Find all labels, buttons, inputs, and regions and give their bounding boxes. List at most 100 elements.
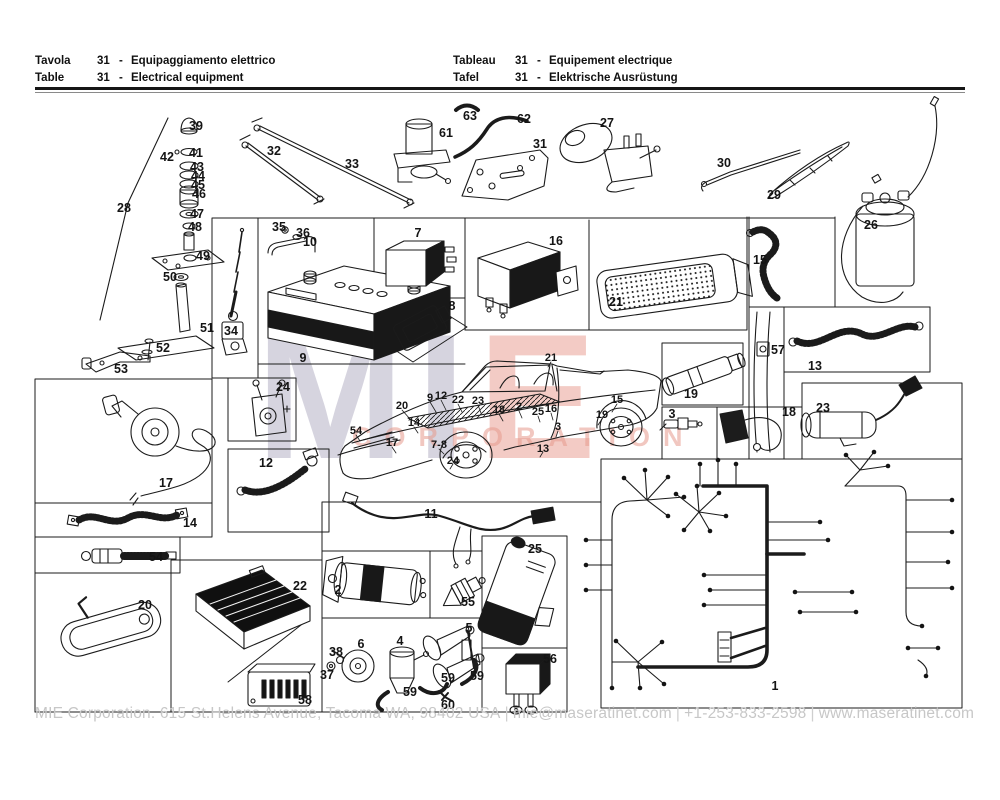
voltage-regulator-drawing: [478, 242, 578, 318]
coil-drawing: [322, 555, 429, 611]
part-number-label: 17: [159, 476, 173, 490]
page-footer: MIE Corporation. 615 St.Helens Avenue, T…: [35, 705, 974, 723]
hoses-tee-drawing: [378, 660, 477, 710]
part-number-label: 19: [684, 387, 698, 401]
part-number-label: 3: [668, 407, 676, 421]
footer-separator: |: [504, 705, 509, 722]
part-number-label: 2: [334, 583, 342, 597]
footer-phone: +1-253-833-2598: [684, 705, 807, 722]
part-number-label: 57: [771, 343, 785, 357]
part-number-label: 10: [303, 235, 317, 249]
footer-separator: |: [810, 705, 815, 722]
part-number-label: 12: [434, 390, 448, 402]
part-number-label: 25: [528, 542, 542, 556]
part-number-label: 12: [259, 456, 273, 470]
ribbon-strap-drawing: [747, 230, 778, 299]
part-number-label: 20: [395, 400, 409, 412]
part-number-label: 9: [426, 392, 434, 404]
part-number-label: 62: [517, 112, 531, 126]
part-number-label: 6: [357, 637, 365, 651]
mounting-plate-drawing: [462, 150, 548, 200]
header-title: Equipement electrique: [549, 55, 673, 67]
part-number-label: 5: [465, 621, 473, 635]
header-prefix: Table: [35, 72, 65, 84]
battery-cable-drawing: [237, 448, 318, 495]
part-number-label: 51: [200, 321, 214, 335]
footer-separator: |: [675, 705, 681, 722]
part-number-label: 22: [293, 579, 307, 593]
header-table-no: 31: [515, 72, 528, 84]
disc-horn-drawing: [327, 650, 374, 682]
part-number-label: 16: [549, 234, 563, 248]
header-dash: -: [119, 72, 123, 84]
part-number-label: 24: [276, 380, 290, 394]
footer-company-address: MIE Corporation. 615 St.Helens Avenue, T…: [35, 705, 501, 722]
part-number-label: 46: [192, 187, 206, 201]
part-number-label: 50: [163, 270, 177, 284]
part-number-label: 26: [864, 218, 878, 232]
part-number-label: 23: [816, 401, 830, 415]
part-number-label: 47: [190, 207, 204, 221]
header-dash: -: [537, 72, 541, 84]
header-prefix: Tafel: [453, 72, 479, 84]
relay-box-drawing: [248, 664, 315, 706]
header-title: Electrical equipment: [131, 72, 244, 84]
part-number-label: 13: [536, 443, 550, 455]
relay-drawing: [386, 241, 456, 286]
footer-email: mie@maseratinet.com: [512, 705, 672, 722]
part-number-label: 48: [188, 220, 202, 234]
part-number-label: 9: [299, 351, 307, 365]
terminal-bracket-drawing: [252, 380, 290, 436]
part-number-label: 25: [531, 406, 545, 418]
header-table-no: 31: [97, 55, 110, 67]
antenna-mount-exploded-drawing: [82, 118, 224, 372]
door-pillar-switch-drawing: [754, 312, 770, 452]
part-number-label: 56: [543, 652, 557, 666]
header-rule: [35, 87, 965, 90]
part-number-label: 7: [414, 226, 422, 240]
header-table-no: 31: [97, 72, 110, 84]
part-number-label: 59: [470, 669, 484, 683]
courtesy-lamp-drawing: [51, 579, 164, 660]
header-prefix: Tableau: [453, 55, 496, 67]
part-number-label: 29: [767, 188, 781, 202]
part-number-label: 53: [114, 362, 128, 376]
ignition-coil-lead-drawing: [841, 97, 938, 303]
part-number-label: 28: [117, 201, 131, 215]
temp-sender-drawing: [437, 570, 491, 612]
part-number-label: 30: [717, 156, 731, 170]
wiper-linkage-rods-drawing: [240, 118, 414, 208]
part-number-label: 35: [272, 220, 286, 234]
header-dash: -: [537, 55, 541, 67]
header-right-block: Tableau 31 - Equipement electrique Tafel…: [453, 54, 678, 85]
part-number-label: 52: [156, 341, 170, 355]
braided-strap-drawing: [67, 508, 188, 526]
part-number-label: 14: [183, 516, 197, 530]
part-number-label: 8: [448, 299, 456, 313]
part-number-label: 19: [595, 409, 609, 421]
part-number-label: 15: [610, 394, 624, 406]
part-number-label: 1: [771, 679, 779, 693]
part-number-label: 44: [191, 169, 205, 183]
part-number-label: 37: [320, 668, 334, 682]
part-number-label: 21: [544, 352, 558, 364]
part-number-label: 24: [446, 455, 460, 467]
washer-reservoir-drawing: [476, 534, 574, 652]
part-number-label: 61: [439, 126, 453, 140]
part-number-label: 2: [515, 401, 523, 413]
part-number-label: 39: [189, 119, 203, 133]
horn-drawing: [102, 394, 215, 505]
wiper-arm-blade-drawing: [702, 142, 850, 198]
part-number-label: 13: [808, 359, 822, 373]
stop-switch-drawing: [82, 549, 177, 563]
part-number-label: 54: [149, 550, 163, 564]
header-table-no: 31: [515, 55, 528, 67]
part-number-label: 60: [441, 698, 455, 712]
car-illustration: [338, 361, 661, 479]
part-number-label: 59: [441, 671, 455, 685]
part-number-label: 21: [609, 295, 623, 309]
part-number-label: 49: [196, 249, 210, 263]
part-number-label: 38: [329, 645, 343, 659]
part-number-label: 18: [492, 404, 506, 416]
